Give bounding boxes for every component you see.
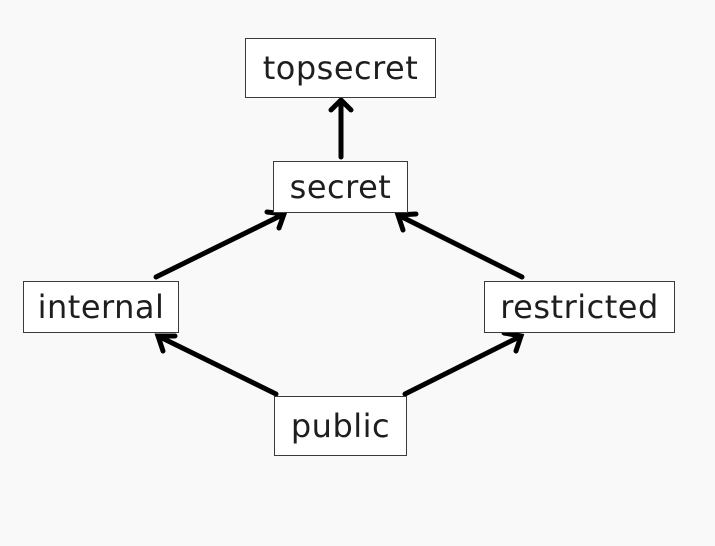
node-internal-label: internal: [37, 288, 165, 326]
node-internal: internal: [23, 281, 179, 333]
node-public: public: [274, 396, 407, 456]
node-topsecret: topsecret: [245, 38, 436, 98]
edge-internal-to-secret: [153, 209, 288, 280]
node-secret-label: secret: [289, 168, 392, 206]
edge-secret-to-topsecret: [328, 96, 354, 160]
edge-public-to-internal: [154, 333, 279, 397]
edge-restricted-to-secret: [394, 211, 525, 280]
node-secret: secret: [273, 161, 408, 213]
node-restricted: restricted: [484, 281, 675, 333]
node-restricted-label: restricted: [500, 288, 659, 326]
node-topsecret-label: topsecret: [262, 49, 419, 87]
node-public-label: public: [290, 407, 391, 445]
edge-public-to-restricted: [402, 330, 525, 397]
